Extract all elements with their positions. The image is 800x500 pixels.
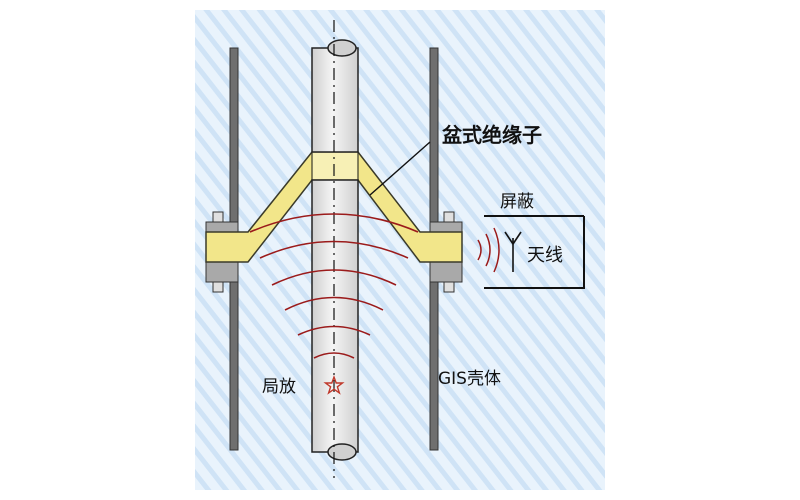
star-icon — [323, 374, 345, 395]
gis-shell-label: GIS壳体 — [438, 369, 501, 389]
insulator-leader-line — [369, 141, 431, 196]
conductor-lower — [311, 179, 359, 461]
insulator-label: 盆式绝缘子 — [442, 123, 542, 147]
shield-label: 屏蔽 — [500, 192, 534, 212]
insulator-conductor-passage — [311, 151, 359, 181]
background-panel — [195, 10, 605, 490]
escape-waves — [477, 227, 500, 273]
antenna-label: 天线 — [527, 245, 563, 266]
discharge-waves — [249, 213, 419, 359]
conductor-upper — [311, 39, 359, 153]
shield-box — [484, 215, 585, 289]
antenna-icon — [504, 231, 522, 272]
partial-discharge-label: 局放 — [262, 377, 296, 397]
